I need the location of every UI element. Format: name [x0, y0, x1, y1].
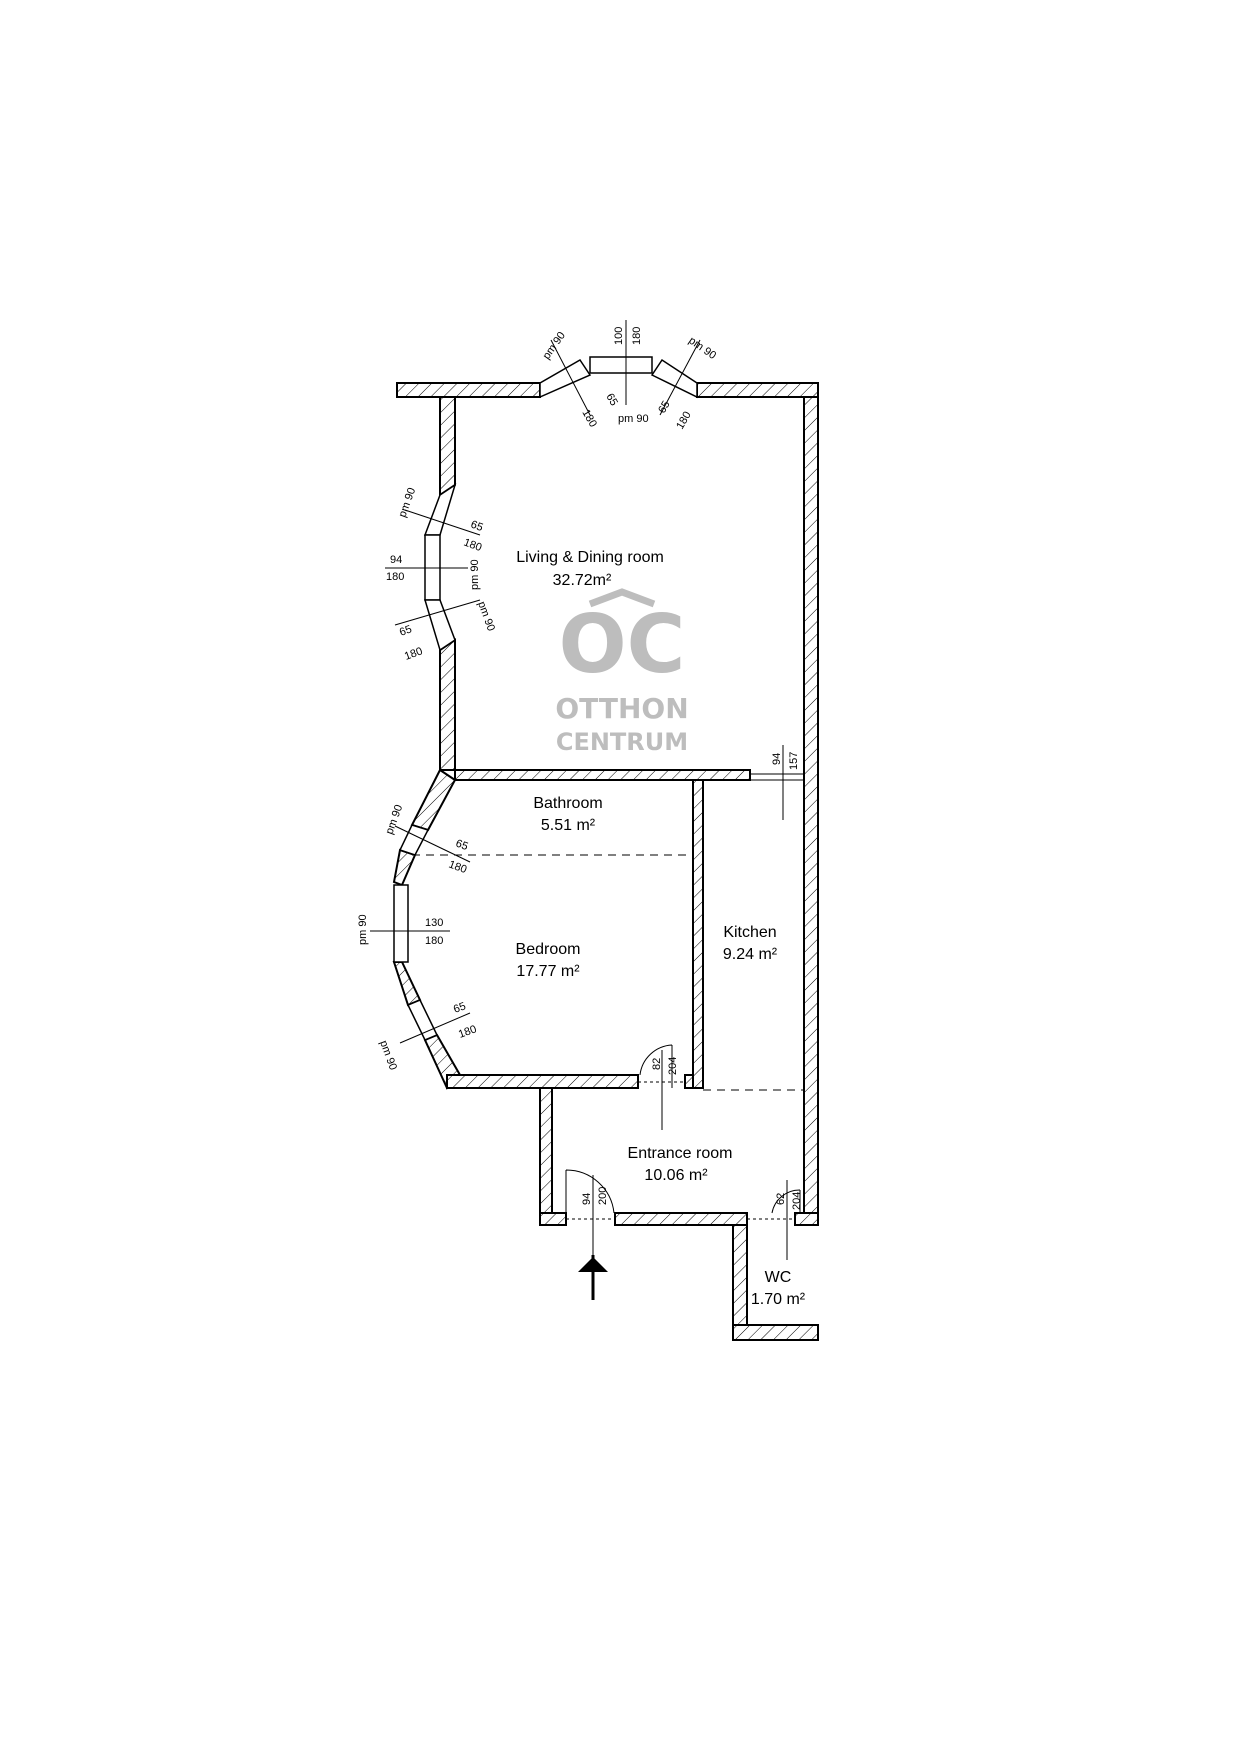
room-name-kitchen: Kitchen — [723, 924, 776, 941]
room-area-bathroom: 5.51 m² — [541, 817, 596, 834]
dim-width: 94 — [390, 554, 402, 566]
dim-sill: pm 90 — [357, 914, 369, 945]
dim-height: 180 — [462, 537, 483, 555]
dim-width: 82 — [651, 1058, 663, 1070]
dim-height: 180 — [631, 327, 643, 345]
dim-sill: pm 90 — [541, 330, 568, 362]
dim-height: 200 — [597, 1187, 609, 1205]
room-area-entrance: 10.06 m² — [644, 1167, 708, 1184]
watermark-line2: CENTRUM — [556, 728, 688, 756]
dim-height: 180 — [425, 935, 443, 947]
room-area-living: 32.72m² — [553, 572, 612, 589]
dim-height: 204 — [667, 1057, 679, 1075]
dim-width: 65 — [398, 623, 414, 638]
room-name-entrance: Entrance room — [628, 1145, 733, 1162]
dim-sill: pm 90 — [384, 803, 406, 836]
dimension-lines — [370, 320, 788, 1295]
room-name-living: Living & Dining room — [516, 549, 664, 566]
dim-width: 94 — [581, 1193, 593, 1205]
room-name-bathroom: Bathroom — [533, 795, 602, 812]
dim-width: 65 — [656, 399, 673, 416]
dim-width: 130 — [425, 917, 443, 929]
room-area-bedroom: 17.77 m² — [516, 963, 580, 980]
dim-width: 62 — [775, 1193, 787, 1205]
dim-width: 65 — [452, 1000, 468, 1015]
dim-sill: pm 90 — [618, 413, 649, 425]
dim-height: 157 — [788, 752, 800, 770]
watermark-line1: OTTHON — [555, 692, 688, 725]
dim-sill: pm 90 — [469, 559, 481, 590]
dim-width: 65 — [454, 838, 470, 853]
dim-height: 180 — [674, 410, 694, 432]
dim-sill: pm 90 — [397, 486, 419, 519]
dim-sill: pm 90 — [377, 1039, 399, 1072]
dim-width: 94 — [771, 753, 783, 765]
watermark-mark: OC — [559, 598, 686, 691]
dim-height: 180 — [447, 859, 468, 877]
dim-width: 65 — [469, 519, 485, 534]
dim-height: 180 — [386, 571, 404, 583]
room-name-bedroom: Bedroom — [516, 941, 581, 958]
entry-arrow-icon — [578, 1255, 608, 1300]
dim-height: 180 — [457, 1023, 478, 1041]
room-area-kitchen: 9.24 m² — [723, 946, 778, 963]
doors — [565, 1044, 801, 1220]
dim-height: 180 — [579, 408, 599, 430]
dim-sill: pm 90 — [686, 335, 718, 362]
room-name-wc: WC — [765, 1269, 792, 1286]
watermark-logo: OC OTTHON CENTRUM — [555, 588, 689, 756]
dim-width: 65 — [603, 392, 620, 409]
dim-height: 204 — [791, 1192, 803, 1210]
dim-width: 100 — [613, 327, 625, 345]
dim-sill: pm 90 — [475, 600, 497, 633]
watermark-roof-icon — [588, 588, 656, 608]
room-area-wc: 1.70 m² — [751, 1291, 806, 1308]
dim-height: 180 — [403, 645, 424, 663]
